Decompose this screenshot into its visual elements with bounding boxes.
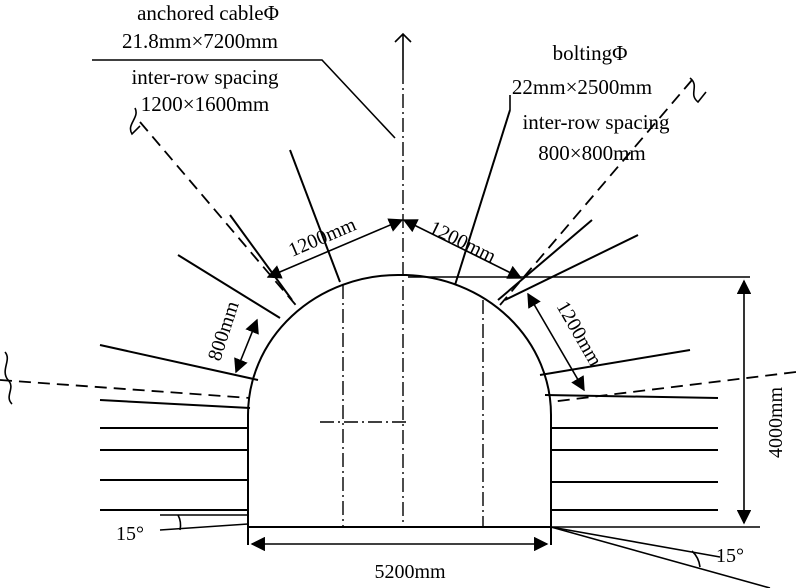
bolt-label-line3: inter-row spacing [522,110,670,134]
anchored-cables [0,77,796,405]
side-dim-left-arrow [234,318,259,374]
cable-label-line1: anchored cableΦ [137,1,279,25]
roadway-outline [247,274,552,545]
cable-label-line2: 21.8mm×7200mm [122,29,278,53]
bolt-label-line1: boltingΦ [553,41,628,65]
angle-left-label: 15° [116,523,144,545]
bolt-label-line4: 800×800mm [538,141,646,165]
width-dim-label: 5200mm [374,561,446,583]
angle-left [159,514,249,531]
arc-dim-side-right-label: 1200mm [552,298,607,371]
angle-right-label: 15° [716,545,744,567]
left-wall-bolts [99,149,341,511]
angle-right [550,526,771,588]
cable-callout-leader [92,59,396,139]
height-dim-label: 4000mm [765,386,787,458]
side-dim-left-label: 800mm [204,298,244,363]
cable-label-line3: inter-row spacing [131,65,279,89]
cable-label-line4: 1200×1600mm [141,92,270,116]
arc-dim-side-right-arrow [527,292,585,392]
arc-dim-left-arrow [266,218,404,279]
center-axis-break [394,32,412,70]
arc-dim-right-arrow [402,219,523,279]
right-wall-bolts [454,109,719,511]
bolt-label-line2: 22mm×2500mm [512,75,652,99]
